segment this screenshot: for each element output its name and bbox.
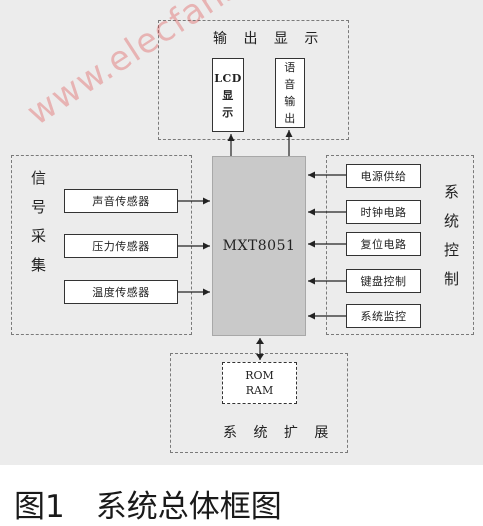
- lcd-display-box: LCD 显 示: [212, 58, 244, 132]
- keyboard-control-box: 键盘控制: [346, 269, 421, 293]
- connection-arrows: [178, 130, 346, 360]
- rom-label: ROM: [245, 369, 274, 382]
- signal-acquisition-group: [11, 155, 192, 335]
- figure-caption: 图1 系统总体框图: [14, 489, 282, 525]
- pressure-sensor-box: 压力传感器: [64, 234, 178, 258]
- mcu-label: MXT8051: [222, 238, 296, 254]
- voice-output-line3: 输: [284, 95, 296, 108]
- system-control-title: 系统控制: [442, 184, 460, 300]
- reset-circuit-box: 复位电路: [346, 232, 421, 256]
- mcu-block: MXT8051: [212, 156, 306, 336]
- system-expansion-group: [170, 353, 348, 453]
- power-supply-box: 电源供给: [346, 164, 421, 188]
- lcd-display-line1: LCD: [214, 71, 242, 85]
- clock-circuit-box: 时钟电路: [346, 200, 421, 224]
- system-expansion-title: 系 统 扩 展: [223, 425, 335, 441]
- voice-output-box: 语 音 输 出: [275, 58, 305, 128]
- temperature-sensor-box: 温度传感器: [64, 280, 178, 304]
- output-display-group: [158, 20, 349, 140]
- voice-output-line1: 语: [284, 61, 296, 74]
- signal-acquisition-title: 信号采集: [29, 170, 47, 286]
- lcd-display-line2: 显: [222, 88, 234, 102]
- system-control-group: [326, 155, 474, 335]
- output-display-title: 输 出 显 示: [213, 31, 325, 47]
- rom-ram-box: ROM RAM: [222, 362, 297, 404]
- system-monitor-box: 系统监控: [346, 304, 421, 328]
- sound-sensor-box: 声音传感器: [64, 189, 178, 213]
- voice-output-line4: 出: [284, 112, 296, 125]
- ram-label: RAM: [245, 384, 274, 397]
- block-diagram: 输 出 显 示 信号采集 系统控制 系 统 扩 展 LCD 显 示: [0, 0, 483, 465]
- voice-output-line2: 音: [284, 78, 296, 91]
- lcd-display-line3: 示: [222, 105, 234, 119]
